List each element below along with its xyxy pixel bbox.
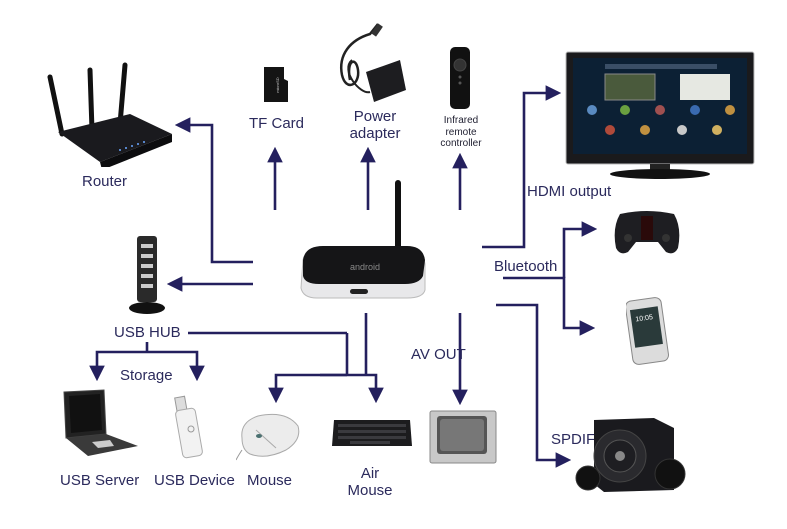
arrow-to-speakers	[496, 303, 572, 468]
usb-stick-icon	[174, 395, 203, 459]
router-label: Router	[82, 173, 128, 190]
sd-card-icon: microSD	[264, 67, 288, 102]
arrow-to-tv-hdmi	[482, 85, 562, 249]
ir-remote-label: Infrared remote controller	[440, 115, 482, 149]
gamepad-icon	[614, 211, 680, 254]
svg-text:10:05: 10:05	[635, 314, 653, 323]
smartphone-icon: 10:05	[626, 297, 670, 365]
arrow-to-mouse	[268, 373, 320, 404]
air-mouse-label: Air Mouse	[347, 465, 393, 499]
av-out-label: AV OUT	[411, 346, 466, 363]
power-adapter-label: Power adapter	[349, 108, 401, 142]
tf-card-label: TF Card	[249, 115, 305, 132]
svg-text:microSD: microSD	[275, 77, 280, 92]
arrow-to-router	[174, 117, 253, 264]
android-tv-box-icon: android	[300, 180, 426, 299]
arrow-to-usb-stick	[147, 350, 205, 382]
speaker-icon	[575, 418, 686, 492]
arrow-to-gamepad	[562, 221, 598, 278]
usb-hub-label: USB HUB	[114, 324, 181, 341]
arrow-to-smartphone	[503, 276, 596, 336]
mouse-label: Mouse	[247, 472, 293, 489]
arrow-to-air-mouse	[320, 373, 384, 404]
usb-hub-icon	[129, 236, 165, 314]
crt-tv-icon	[429, 410, 497, 464]
router-icon	[47, 62, 172, 167]
tv-icon	[565, 51, 755, 179]
spdif-label: SPDIF	[551, 431, 596, 448]
arrow-to-laptop	[89, 350, 147, 382]
laptop-icon	[63, 389, 138, 456]
hdmi-label: HDMI output	[527, 183, 612, 200]
keyboard-icon	[332, 420, 412, 446]
brand-text: android	[350, 262, 380, 272]
bluetooth-label: Bluetooth	[494, 258, 558, 275]
mouse-icon	[236, 413, 300, 461]
storage-label: Storage	[120, 367, 173, 384]
usb-server-label: USB Server	[60, 472, 140, 489]
usb-device-label: USB Device	[154, 472, 235, 489]
remote-control-icon	[450, 47, 470, 109]
power-adapter-icon	[339, 23, 406, 102]
